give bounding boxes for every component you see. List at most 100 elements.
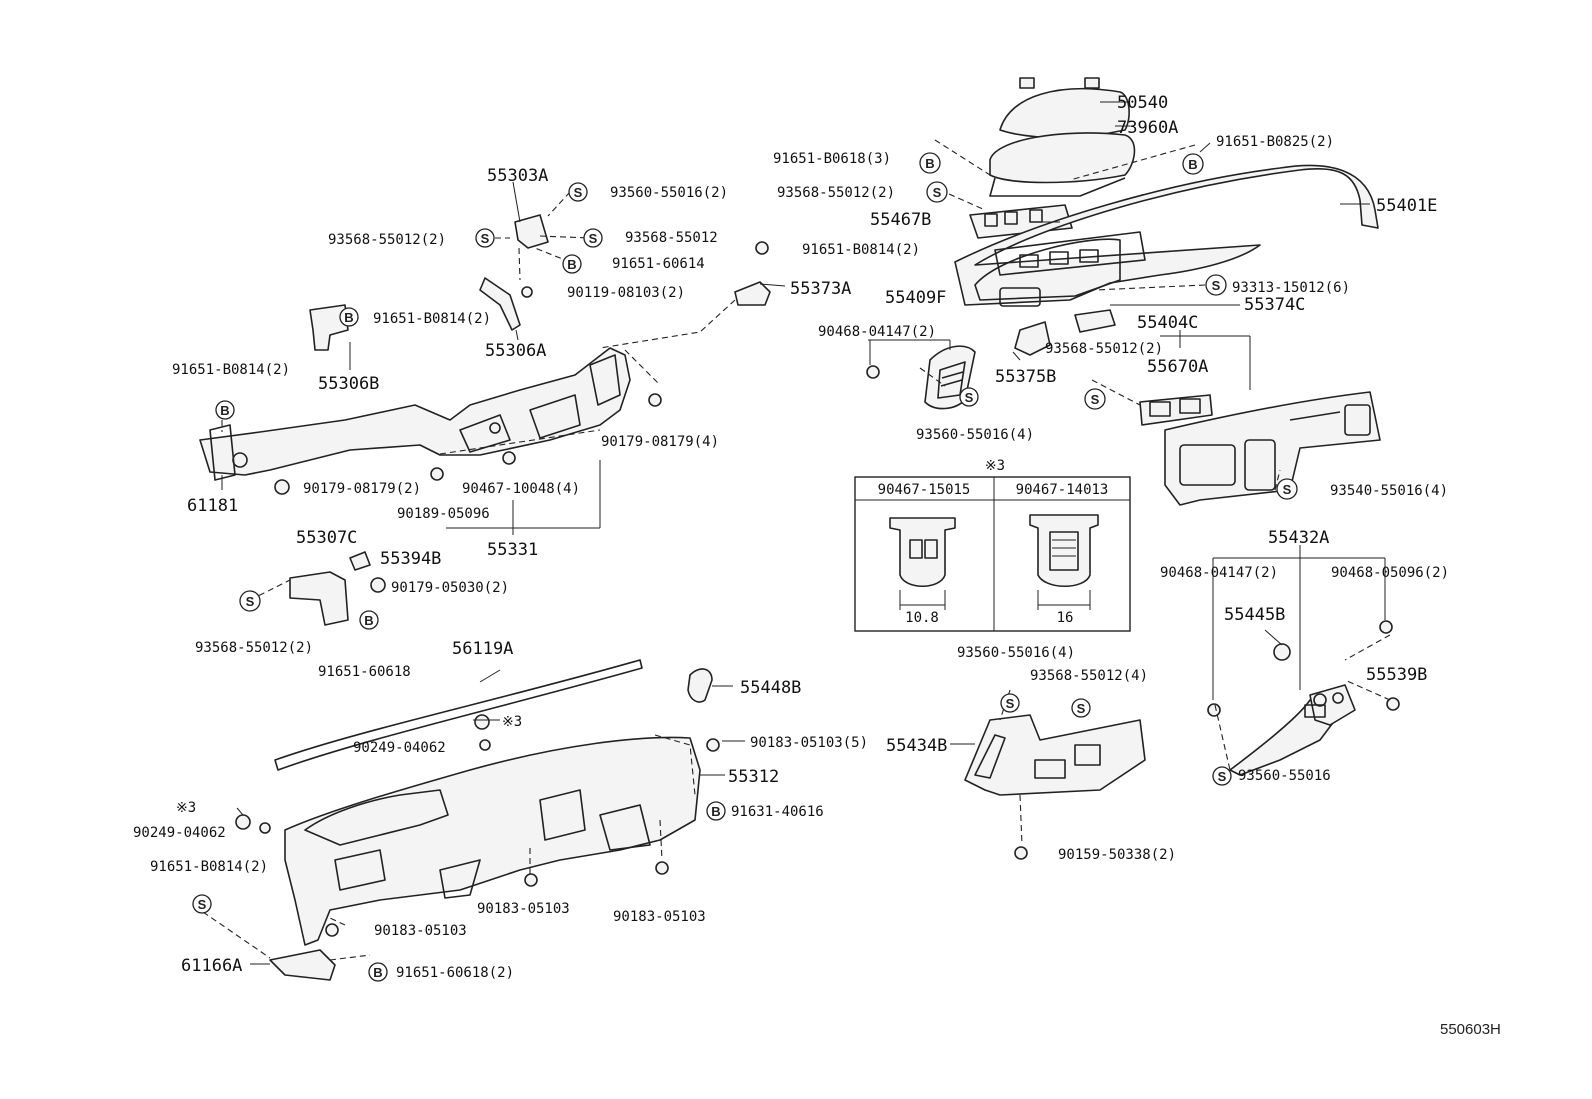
clip-icon — [1029, 514, 1099, 587]
part-label: 55307C — [296, 528, 357, 548]
svg-text:B: B — [925, 156, 934, 171]
part-label: 91651-B0814(2) — [172, 362, 290, 378]
dashed-guides — [202, 139, 1391, 961]
part-label: 90249-04062 — [133, 825, 226, 841]
part-label: 90183-05103(5) — [750, 735, 868, 751]
part-label: 90189-05096 — [397, 506, 490, 522]
reinforcement-frame — [199, 347, 631, 481]
part-label: 55539B — [1366, 665, 1427, 685]
part-55448b — [687, 668, 713, 703]
part-label: 55312 — [728, 767, 779, 787]
part-label: 90179-05030(2) — [391, 580, 509, 596]
b-marker: B — [339, 307, 359, 327]
svg-text:B: B — [220, 403, 229, 418]
s-marker: S — [568, 182, 588, 202]
part-label: 90249-04062 — [353, 740, 446, 756]
part-label: ※3 — [176, 800, 196, 816]
part-label: 93313-15012(6) — [1232, 280, 1350, 296]
part-label: 93568-55012(2) — [777, 185, 895, 201]
svg-text:B: B — [567, 257, 576, 272]
part-label: 55432A — [1268, 528, 1329, 548]
part-label: 73960A — [1117, 118, 1178, 138]
b-marker: B — [706, 801, 726, 821]
svg-text:B: B — [1188, 157, 1197, 172]
part-label: 91651-B0814(2) — [373, 311, 491, 327]
part-label: 91651-60618 — [318, 664, 411, 680]
clip-dim-1: 10.8 — [905, 610, 939, 626]
svg-text:S: S — [198, 897, 207, 912]
part-label: 93568-55012(4) — [1030, 668, 1148, 684]
upper-dash-pad — [954, 164, 1379, 307]
part-label: 55306B — [318, 374, 379, 394]
part-label: 90183-05103 — [477, 901, 570, 917]
part-label: 90468-04147(2) — [818, 324, 936, 340]
part-label: 91651-60618(2) — [396, 965, 514, 981]
part-label: 55404C — [1137, 313, 1198, 333]
bracket-61166a — [269, 949, 336, 981]
svg-text:S: S — [589, 231, 598, 246]
svg-text:S: S — [965, 390, 974, 405]
part-label: 55434B — [886, 736, 947, 756]
b-marker: B — [562, 254, 582, 274]
part-label: 55331 — [487, 540, 538, 560]
part-label: 93560-55016(4) — [916, 427, 1034, 443]
svg-text:B: B — [373, 965, 382, 980]
bracket-55303a — [514, 214, 549, 249]
b-marker: B — [215, 400, 235, 420]
part-label: 55373A — [790, 279, 851, 299]
svg-text:S: S — [1212, 278, 1221, 293]
svg-text:S: S — [1077, 701, 1086, 716]
part-label: 61166A — [181, 956, 242, 976]
part-label: 55670A — [1147, 357, 1208, 377]
part-label: 93560-55016(2) — [610, 185, 728, 201]
svg-text:S: S — [1283, 482, 1292, 497]
s-marker: S — [926, 181, 948, 203]
clip-dim-2: 16 — [1057, 610, 1074, 626]
leader-lines — [221, 101, 1386, 965]
part-label: 90119-08103(2) — [567, 285, 685, 301]
part-label: 90179-08179(2) — [303, 481, 421, 497]
s-marker: S — [1084, 388, 1106, 410]
part-label: 55401E — [1376, 196, 1437, 216]
svg-text:S: S — [1091, 392, 1100, 407]
svg-text:B: B — [344, 310, 353, 325]
part-label: 93568-55012 — [625, 230, 718, 246]
s-marker: S — [192, 894, 212, 914]
part-labels: 50540 73960A 91651-B0825(2) 91651-B0618(… — [133, 93, 1501, 1038]
bracket-55373a — [734, 281, 771, 306]
svg-text:B: B — [364, 613, 373, 628]
s-marker: S — [475, 228, 495, 248]
part-label: 55374C — [1244, 295, 1305, 315]
part-label: 91651-B0618(3) — [773, 151, 891, 167]
svg-text:S: S — [1006, 696, 1015, 711]
part-label: 91651-B0825(2) — [1216, 134, 1334, 150]
bracket-55374c — [1074, 309, 1116, 333]
part-label: 55448B — [740, 678, 801, 698]
part-label: 55375B — [995, 367, 1056, 387]
b-marker: B — [1182, 153, 1204, 175]
s-marker: S — [1212, 766, 1232, 786]
part-label: 55303A — [487, 166, 548, 186]
part-label: 91651-60614 — [612, 256, 705, 272]
part-label: 90468-05096(2) — [1331, 565, 1449, 581]
part-label: ※3 — [502, 714, 522, 730]
part-label: 61181 — [187, 496, 238, 516]
svg-text:S: S — [481, 231, 490, 246]
symbol-markers: B B S S S S S B B B S S S S B S S S B S … — [192, 152, 1298, 982]
b-marker: B — [919, 152, 941, 174]
part-label: 90467-10048(4) — [462, 481, 580, 497]
part-label: 93568-55012(2) — [195, 640, 313, 656]
part-label: 93560-55016 — [1238, 768, 1331, 784]
airbag-assembly — [989, 77, 1136, 197]
clip-55394b — [349, 551, 371, 571]
clip-table: ※3 90467-15015 90467-14013 10.8 16 — [854, 458, 1131, 632]
part-label: 55445B — [1224, 605, 1285, 625]
b-marker: B — [359, 610, 379, 630]
part-label: 93540-55016(4) — [1330, 483, 1448, 499]
part-label: 90468-04147(2) — [1160, 565, 1278, 581]
glove-box-55434b — [964, 714, 1146, 796]
svg-text:S: S — [1218, 769, 1227, 784]
lower-panel-55432a — [1229, 684, 1356, 776]
part-label: 91651-B0814(2) — [802, 242, 920, 258]
